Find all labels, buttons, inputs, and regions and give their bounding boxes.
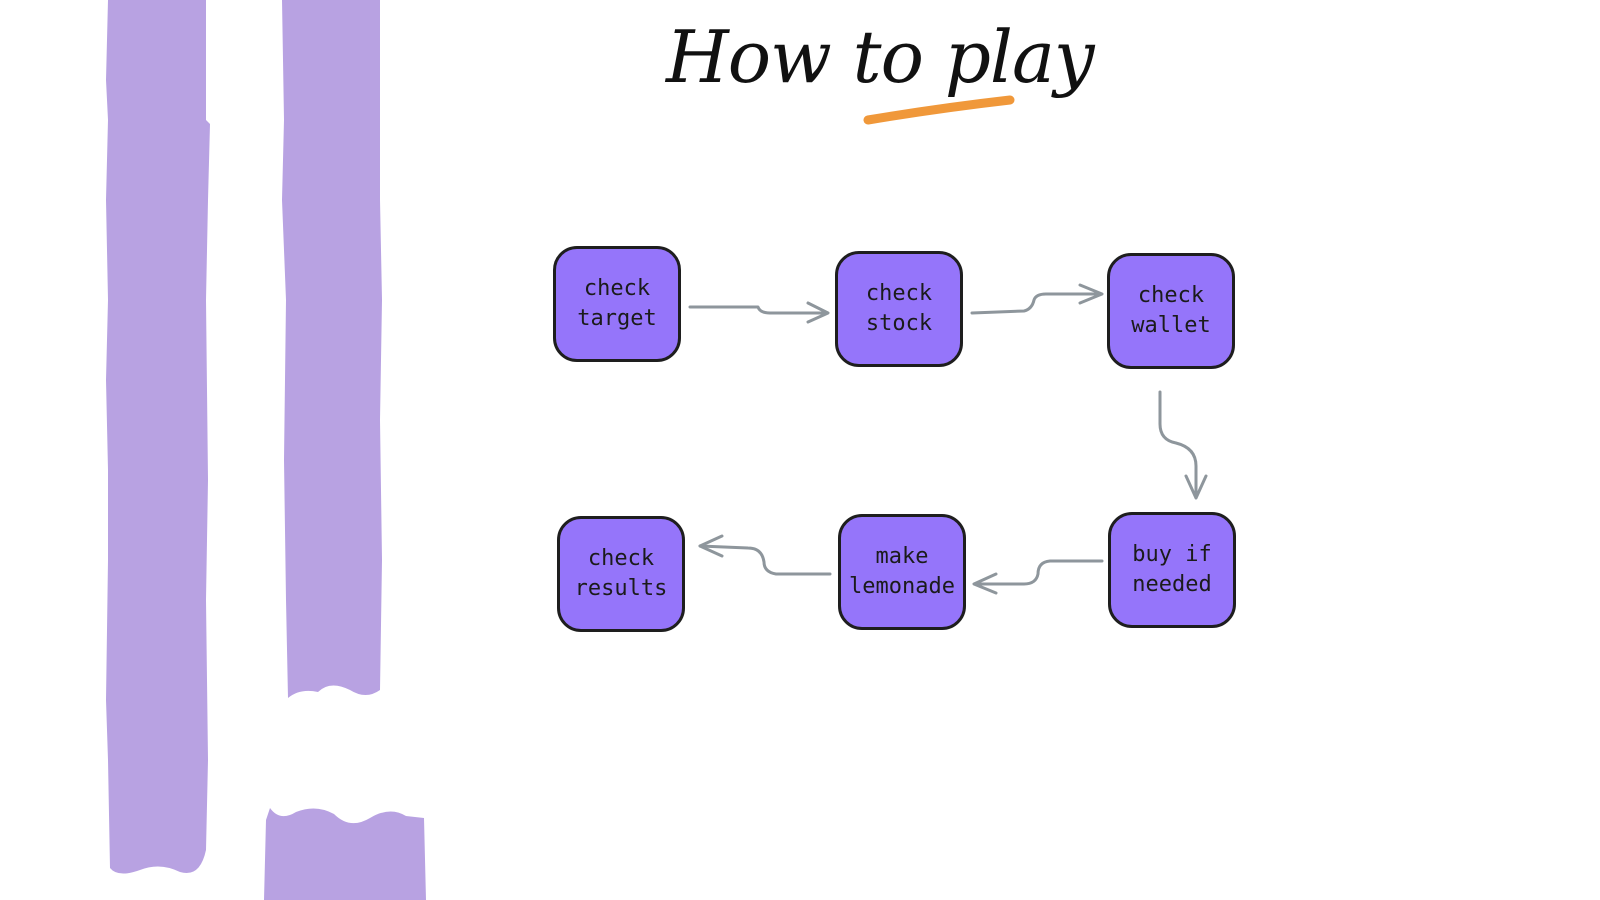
decor-bar-left [106,0,210,874]
arrow-buy-to-lemonade [972,559,1104,595]
step-buy-if-needed[interactable]: buy if needed [1108,512,1236,628]
step-label: check target [577,276,657,331]
arrow-lemonade-to-results [698,534,832,576]
step-check-wallet[interactable]: check wallet [1107,253,1235,369]
step-check-results[interactable]: check results [557,516,685,632]
step-check-stock[interactable]: check stock [835,251,963,367]
step-make-lemonade[interactable]: make lemonade [838,514,966,630]
arrow-wallet-to-buy [1158,390,1208,500]
step-label: check wallet [1131,283,1211,338]
step-check-target[interactable]: check target [553,246,681,362]
step-label: check stock [865,281,933,336]
page-title: How to play [666,15,1095,99]
title-block: How to play [640,8,1095,128]
step-label: buy if needed [1132,542,1212,597]
step-label: make lemonade [849,544,955,599]
title-underline [863,95,1015,125]
decor-bar-middle [282,0,382,698]
step-label: check results [574,546,668,601]
arrow-target-to-stock [688,301,830,324]
arrow-stock-to-wallet [970,283,1104,315]
decor-bar-bottom-block [264,808,426,900]
